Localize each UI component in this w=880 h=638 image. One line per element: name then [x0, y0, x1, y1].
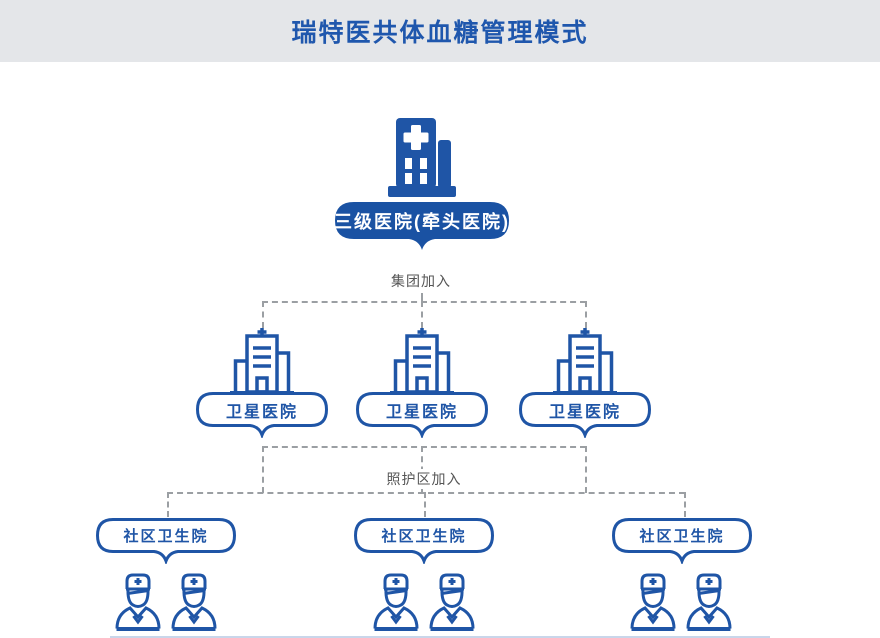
connector-level1-drop-middle: [421, 301, 423, 328]
community-clinic-label: 社区卫生院: [381, 528, 467, 545]
doctor-group: [114, 570, 218, 632]
connector-level1-drop-right: [585, 301, 587, 328]
connector-level2-right-vertical: [585, 446, 587, 493]
connector-level2-left-vertical: [262, 446, 264, 493]
satellite-hospital-label: 卫星医院: [385, 403, 458, 421]
connector-level2-bottom-horizontal: [167, 492, 685, 494]
doctor-group: [629, 570, 733, 632]
satellite-hospital-label: 卫星医院: [225, 403, 298, 421]
connector-level2-drop-left: [167, 492, 169, 517]
satellite-hospital-label: 卫星医院: [548, 403, 621, 421]
satellite-hospital-label-bubble: 卫星医院: [355, 392, 489, 440]
doctor-icon: [429, 573, 475, 631]
doctor-icon: [630, 573, 676, 631]
page-title: 瑞特医共体血糖管理模式: [291, 19, 589, 47]
root-hospital-label: 三级医院(牵头医院): [334, 211, 510, 232]
connector-level1-horizontal: [262, 301, 586, 303]
doctor-group: [372, 570, 476, 632]
connector-level2-drop-right: [684, 492, 686, 517]
page-header: 瑞特医共体血糖管理模式: [0, 0, 880, 62]
connector-level1-drop-left: [262, 301, 264, 328]
group-join-label: 集团加入: [385, 271, 457, 291]
connector-level2-drop-middle: [424, 492, 426, 517]
connector-level2-top-horizontal: [262, 446, 586, 448]
bottom-cropped-element-edge: [110, 636, 770, 638]
community-clinic-label-bubble: 社区卫生院: [611, 518, 753, 566]
care-area-join-label: 照护区加入: [380, 469, 468, 489]
satellite-hospital-label-bubble: 卫星医院: [518, 392, 652, 440]
doctor-icon: [171, 573, 217, 631]
community-clinic-label: 社区卫生院: [639, 528, 725, 545]
root-hospital-label-bubble: 三级医院(牵头医院): [334, 201, 510, 252]
hospital-building-icon: [376, 112, 468, 203]
connector-root-tick: [421, 293, 423, 302]
satellite-hospital-label-bubble: 卫星医院: [195, 392, 329, 440]
community-clinic-label: 社区卫生院: [123, 528, 209, 545]
community-clinic-label-bubble: 社区卫生院: [95, 518, 237, 566]
doctor-icon: [373, 573, 419, 631]
community-clinic-label-bubble: 社区卫生院: [353, 518, 495, 566]
doctor-icon: [686, 573, 732, 631]
doctor-icon: [115, 573, 161, 631]
